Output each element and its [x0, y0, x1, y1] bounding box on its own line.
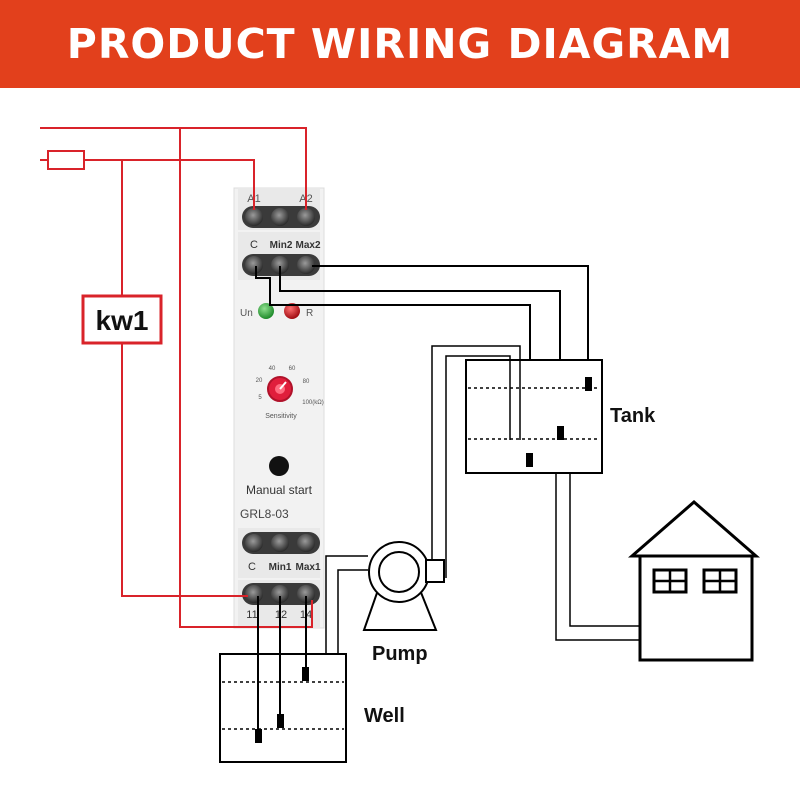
- screw-a1: [245, 208, 263, 226]
- screw-a2: [297, 208, 315, 226]
- screw-11: [245, 585, 263, 603]
- well-probe-common: [255, 729, 262, 743]
- well: [219, 653, 347, 763]
- terminal-label-c-lower: C: [248, 561, 256, 573]
- tank-probe-common: [526, 453, 533, 467]
- dial-scale-60: 60: [289, 366, 296, 372]
- tank: [465, 359, 603, 474]
- well-probe-max: [302, 667, 309, 681]
- dial-scale-5: 5: [258, 395, 262, 401]
- led-label-un: Un: [240, 308, 253, 319]
- fuse-icon: [47, 150, 85, 170]
- led-label-r: R: [306, 308, 313, 319]
- contactor-box: [81, 294, 163, 345]
- header-banner: [0, 0, 800, 88]
- red-control-wires: [40, 127, 313, 628]
- mid-terminal-screws: [242, 254, 320, 276]
- screw-12: [271, 585, 289, 603]
- manual-start-button[interactable]: [269, 456, 289, 476]
- screw-c-upper: [245, 256, 263, 274]
- top-terminal-screws: [242, 206, 320, 228]
- terminal-label-min2: Min2: [270, 240, 293, 251]
- tank-label: Tank: [610, 405, 656, 427]
- green-led-icon: [258, 303, 274, 319]
- tank-probe-min: [557, 426, 564, 440]
- contactor-label: kw1: [96, 305, 149, 336]
- pump-label: Pump: [372, 643, 428, 665]
- model-label: GRL8-03: [240, 507, 289, 521]
- screw-min2: [271, 256, 289, 274]
- terminal-label-max1: Max1: [295, 562, 320, 573]
- dial-scale-20: 20: [256, 378, 263, 384]
- page-title: PRODUCT WIRING DIAGRAM: [66, 20, 734, 68]
- screw-mid: [271, 208, 289, 226]
- relay-module: A1 A2 C Min2 Max2 Un R 5 20 4: [233, 187, 325, 629]
- well-probe-wires: [257, 596, 307, 735]
- terminal-label-min1: Min1: [269, 562, 292, 573]
- red-led-icon: [284, 303, 300, 319]
- tank-probe-max: [585, 377, 592, 391]
- dial-scale-80: 80: [303, 379, 310, 385]
- terminal-label-c-upper: C: [250, 239, 258, 251]
- pump-icon: [362, 541, 445, 631]
- dial-title: Sensitivity: [265, 413, 297, 420]
- terminal-number-11: 11: [246, 609, 257, 621]
- well-probe-min: [277, 714, 284, 728]
- dial-scale-100: 100(kΩ): [302, 400, 324, 406]
- screw-max2: [297, 256, 315, 274]
- house-icon: [627, 500, 761, 662]
- well-label: Well: [364, 705, 405, 727]
- manual-start-label: Manual start: [246, 483, 313, 497]
- dial-scale-40: 40: [269, 366, 276, 372]
- sensitivity-dial[interactable]: [267, 376, 293, 402]
- lower-terminal-screws-top: [242, 532, 320, 554]
- terminal-label-max2: Max2: [295, 240, 320, 251]
- lower-terminal-screws: [242, 583, 320, 605]
- screw-14: [297, 585, 315, 603]
